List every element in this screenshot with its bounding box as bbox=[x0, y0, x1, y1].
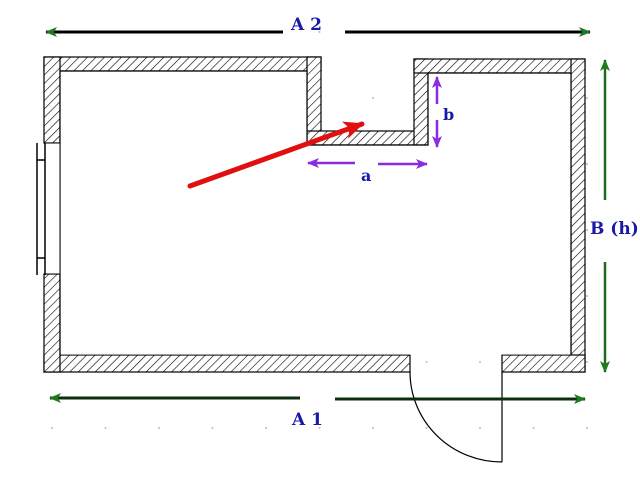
grid-dot bbox=[479, 427, 481, 429]
grid-dot bbox=[586, 163, 588, 165]
label-a2: A 2 bbox=[290, 15, 322, 35]
label-a: a bbox=[361, 166, 371, 185]
grid-dot bbox=[586, 361, 588, 363]
door bbox=[409, 371, 503, 463]
grid-dot bbox=[532, 427, 535, 429]
grid-dot bbox=[586, 427, 588, 429]
grid-dot bbox=[479, 361, 481, 363]
grid-dot bbox=[158, 427, 160, 429]
window bbox=[36, 142, 61, 275]
dimension-a1 bbox=[49, 393, 586, 404]
grid-dot bbox=[318, 31, 321, 33]
wall-right bbox=[570, 58, 586, 373]
wall-bottom-right bbox=[501, 354, 586, 373]
grid-dot bbox=[372, 97, 374, 99]
grid-dot bbox=[318, 427, 321, 429]
wall-bottom-left bbox=[43, 354, 411, 373]
grid-dot bbox=[586, 97, 588, 99]
wall-left-upper bbox=[43, 56, 61, 144]
walls bbox=[43, 56, 586, 373]
grid-dot bbox=[211, 427, 214, 429]
label-a1: A 1 bbox=[291, 410, 323, 430]
grid-dot bbox=[425, 361, 428, 363]
label-b: b bbox=[443, 105, 454, 124]
grid-dot bbox=[51, 427, 53, 429]
label-b-h: B (h) bbox=[590, 219, 639, 239]
grid-dot bbox=[586, 229, 588, 231]
wall-top-right bbox=[413, 58, 586, 74]
grid-dot bbox=[104, 427, 107, 429]
grid-dot bbox=[425, 427, 428, 429]
grid-dot bbox=[265, 427, 267, 429]
grid-dot bbox=[586, 295, 588, 297]
pointer-arrow bbox=[187, 121, 365, 189]
wall-left-lower bbox=[43, 273, 61, 373]
dimension-a bbox=[307, 158, 428, 169]
grid-dot bbox=[372, 427, 374, 429]
wall-top-left bbox=[43, 56, 322, 72]
